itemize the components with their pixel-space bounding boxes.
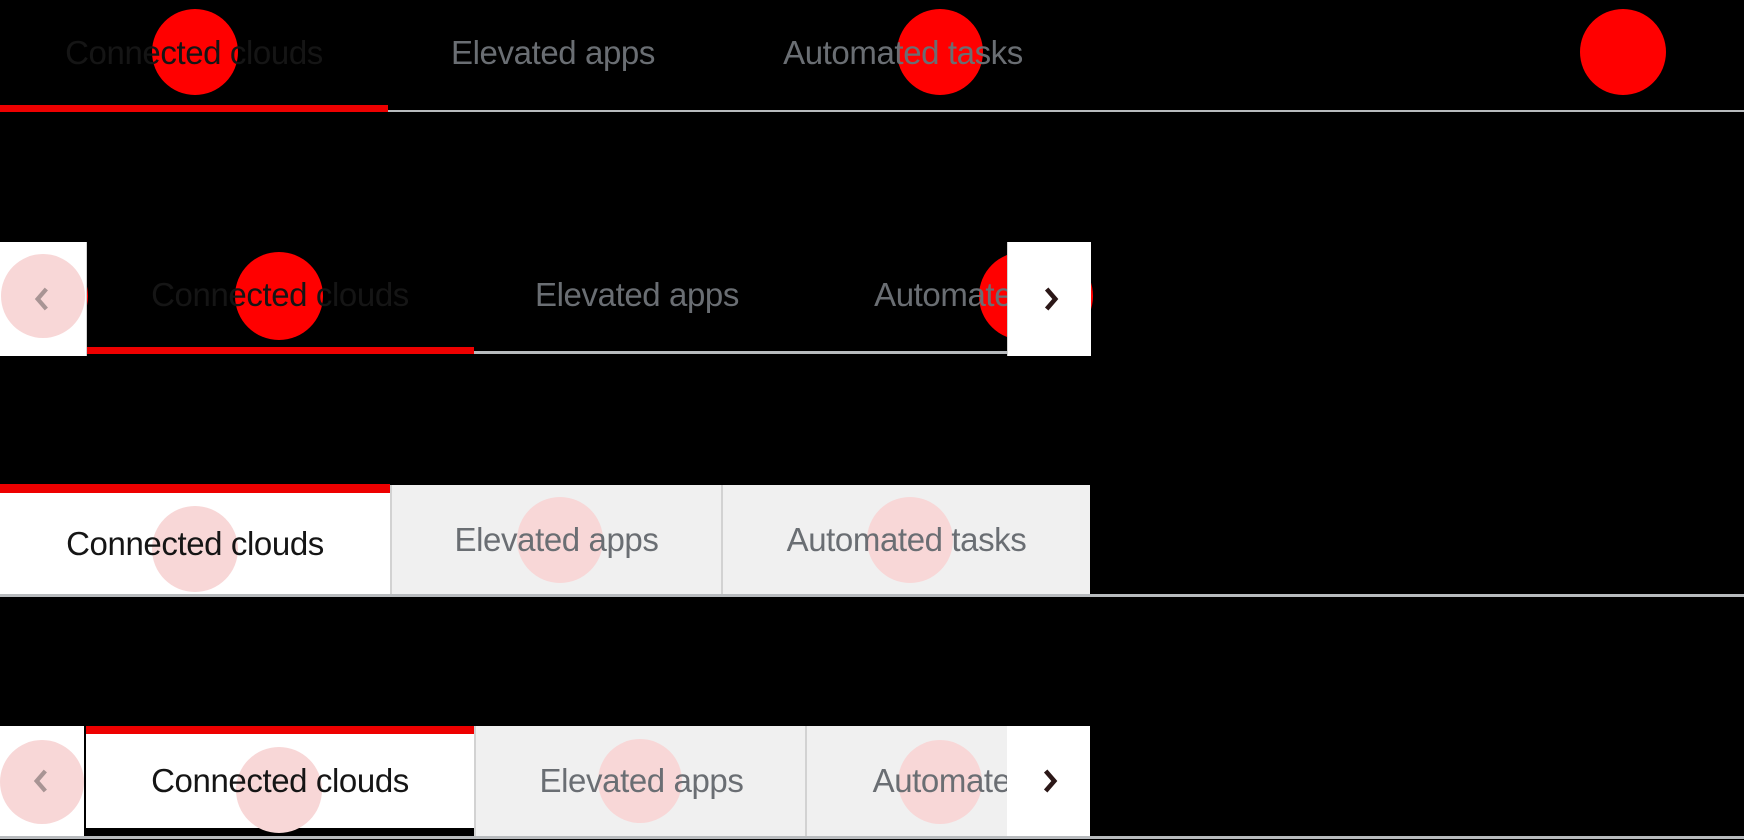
tab-label: Connected clouds	[151, 762, 409, 799]
tab-label: Elevated apps	[454, 520, 659, 558]
tab-automated-tasks[interactable]: Automated tasks	[721, 485, 1090, 594]
tab-label: Automated tasks	[786, 520, 1027, 558]
tab-elevated-apps[interactable]: Elevated apps	[472, 242, 1007, 348]
scroll-right-button[interactable]	[1007, 726, 1090, 836]
tab-elevated-apps[interactable]: Elevated apps	[474, 726, 807, 836]
tab-label: Automated tasks	[783, 34, 1023, 71]
tabs-bottom-border	[387, 110, 1744, 112]
hotspot-circle-red	[152, 9, 238, 95]
tab-connected-clouds[interactable]: Connected clouds	[86, 726, 474, 833]
tab-connected-clouds[interactable]: Connected clouds	[86, 242, 474, 348]
hotspot-circle-red	[1580, 9, 1666, 95]
tab-label: Automated tasks	[874, 276, 1007, 313]
tabs-row-box-overflow: Connected clouds Elevated apps Automated…	[0, 726, 1744, 840]
tab-label: Automated tasks	[872, 762, 1007, 799]
tabs-bottom-border	[0, 594, 1744, 597]
hotspot-circle-red	[235, 252, 323, 340]
tabs-row-underline: Connected clouds Elevated apps Automated…	[0, 0, 1744, 113]
tab-label: Connected clouds	[151, 276, 409, 313]
tab-label: Elevated apps	[535, 276, 739, 313]
angle-left-icon	[33, 769, 47, 793]
hotspot-circle-pink	[898, 740, 982, 824]
hotspot-circle-pink	[152, 506, 238, 592]
tab-automated-tasks[interactable]: Automated tasks	[718, 0, 1666, 106]
tab-label: Connected clouds	[66, 524, 324, 562]
tabs-row-box: Connected clouds Elevated apps Automated…	[0, 484, 1744, 597]
tab-label: Elevated apps	[539, 762, 744, 799]
angle-right-icon	[1044, 287, 1058, 311]
hotspot-circle-pink	[0, 740, 84, 824]
tab-elevated-apps[interactable]: Elevated apps	[388, 0, 983, 106]
hotspot-circle-pink	[867, 497, 953, 583]
scroll-left-button[interactable]	[0, 242, 87, 356]
tab-automated-tasks-truncated[interactable]: Automated tasks	[809, 242, 1007, 348]
tab-automated-tasks-truncated[interactable]: Automated tasks	[805, 726, 1007, 836]
tabs-scroll-viewport: Connected clouds Elevated apps Automated…	[86, 242, 1007, 356]
tab-connected-clouds[interactable]: Connected clouds	[0, 0, 388, 106]
tab-elevated-apps[interactable]: Elevated apps	[390, 485, 721, 594]
tabs-scroll-viewport: Connected clouds Elevated apps Automated…	[86, 726, 1007, 836]
angle-left-icon	[34, 287, 48, 311]
tabs-bottom-border	[474, 351, 1007, 354]
scroll-right-button[interactable]	[1007, 242, 1091, 356]
tab-connected-clouds[interactable]: Connected clouds	[0, 484, 390, 594]
active-tab-underline	[86, 347, 474, 354]
hotspot-circle-pink	[517, 497, 603, 583]
scroll-left-button[interactable]	[0, 726, 84, 836]
angle-right-icon	[1043, 769, 1057, 793]
hotspot-circle-red	[897, 9, 983, 95]
hotspot-circle-pink	[598, 739, 682, 823]
tabs-bottom-border	[0, 836, 1744, 839]
tab-label: Elevated apps	[451, 34, 655, 71]
hotspot-circle-pink	[236, 747, 322, 833]
tab-label: Connected clouds	[65, 34, 323, 71]
active-tab-underline	[0, 105, 388, 112]
tabs-row-underline-overflow: Connected clouds Elevated apps Automated…	[0, 242, 1744, 356]
